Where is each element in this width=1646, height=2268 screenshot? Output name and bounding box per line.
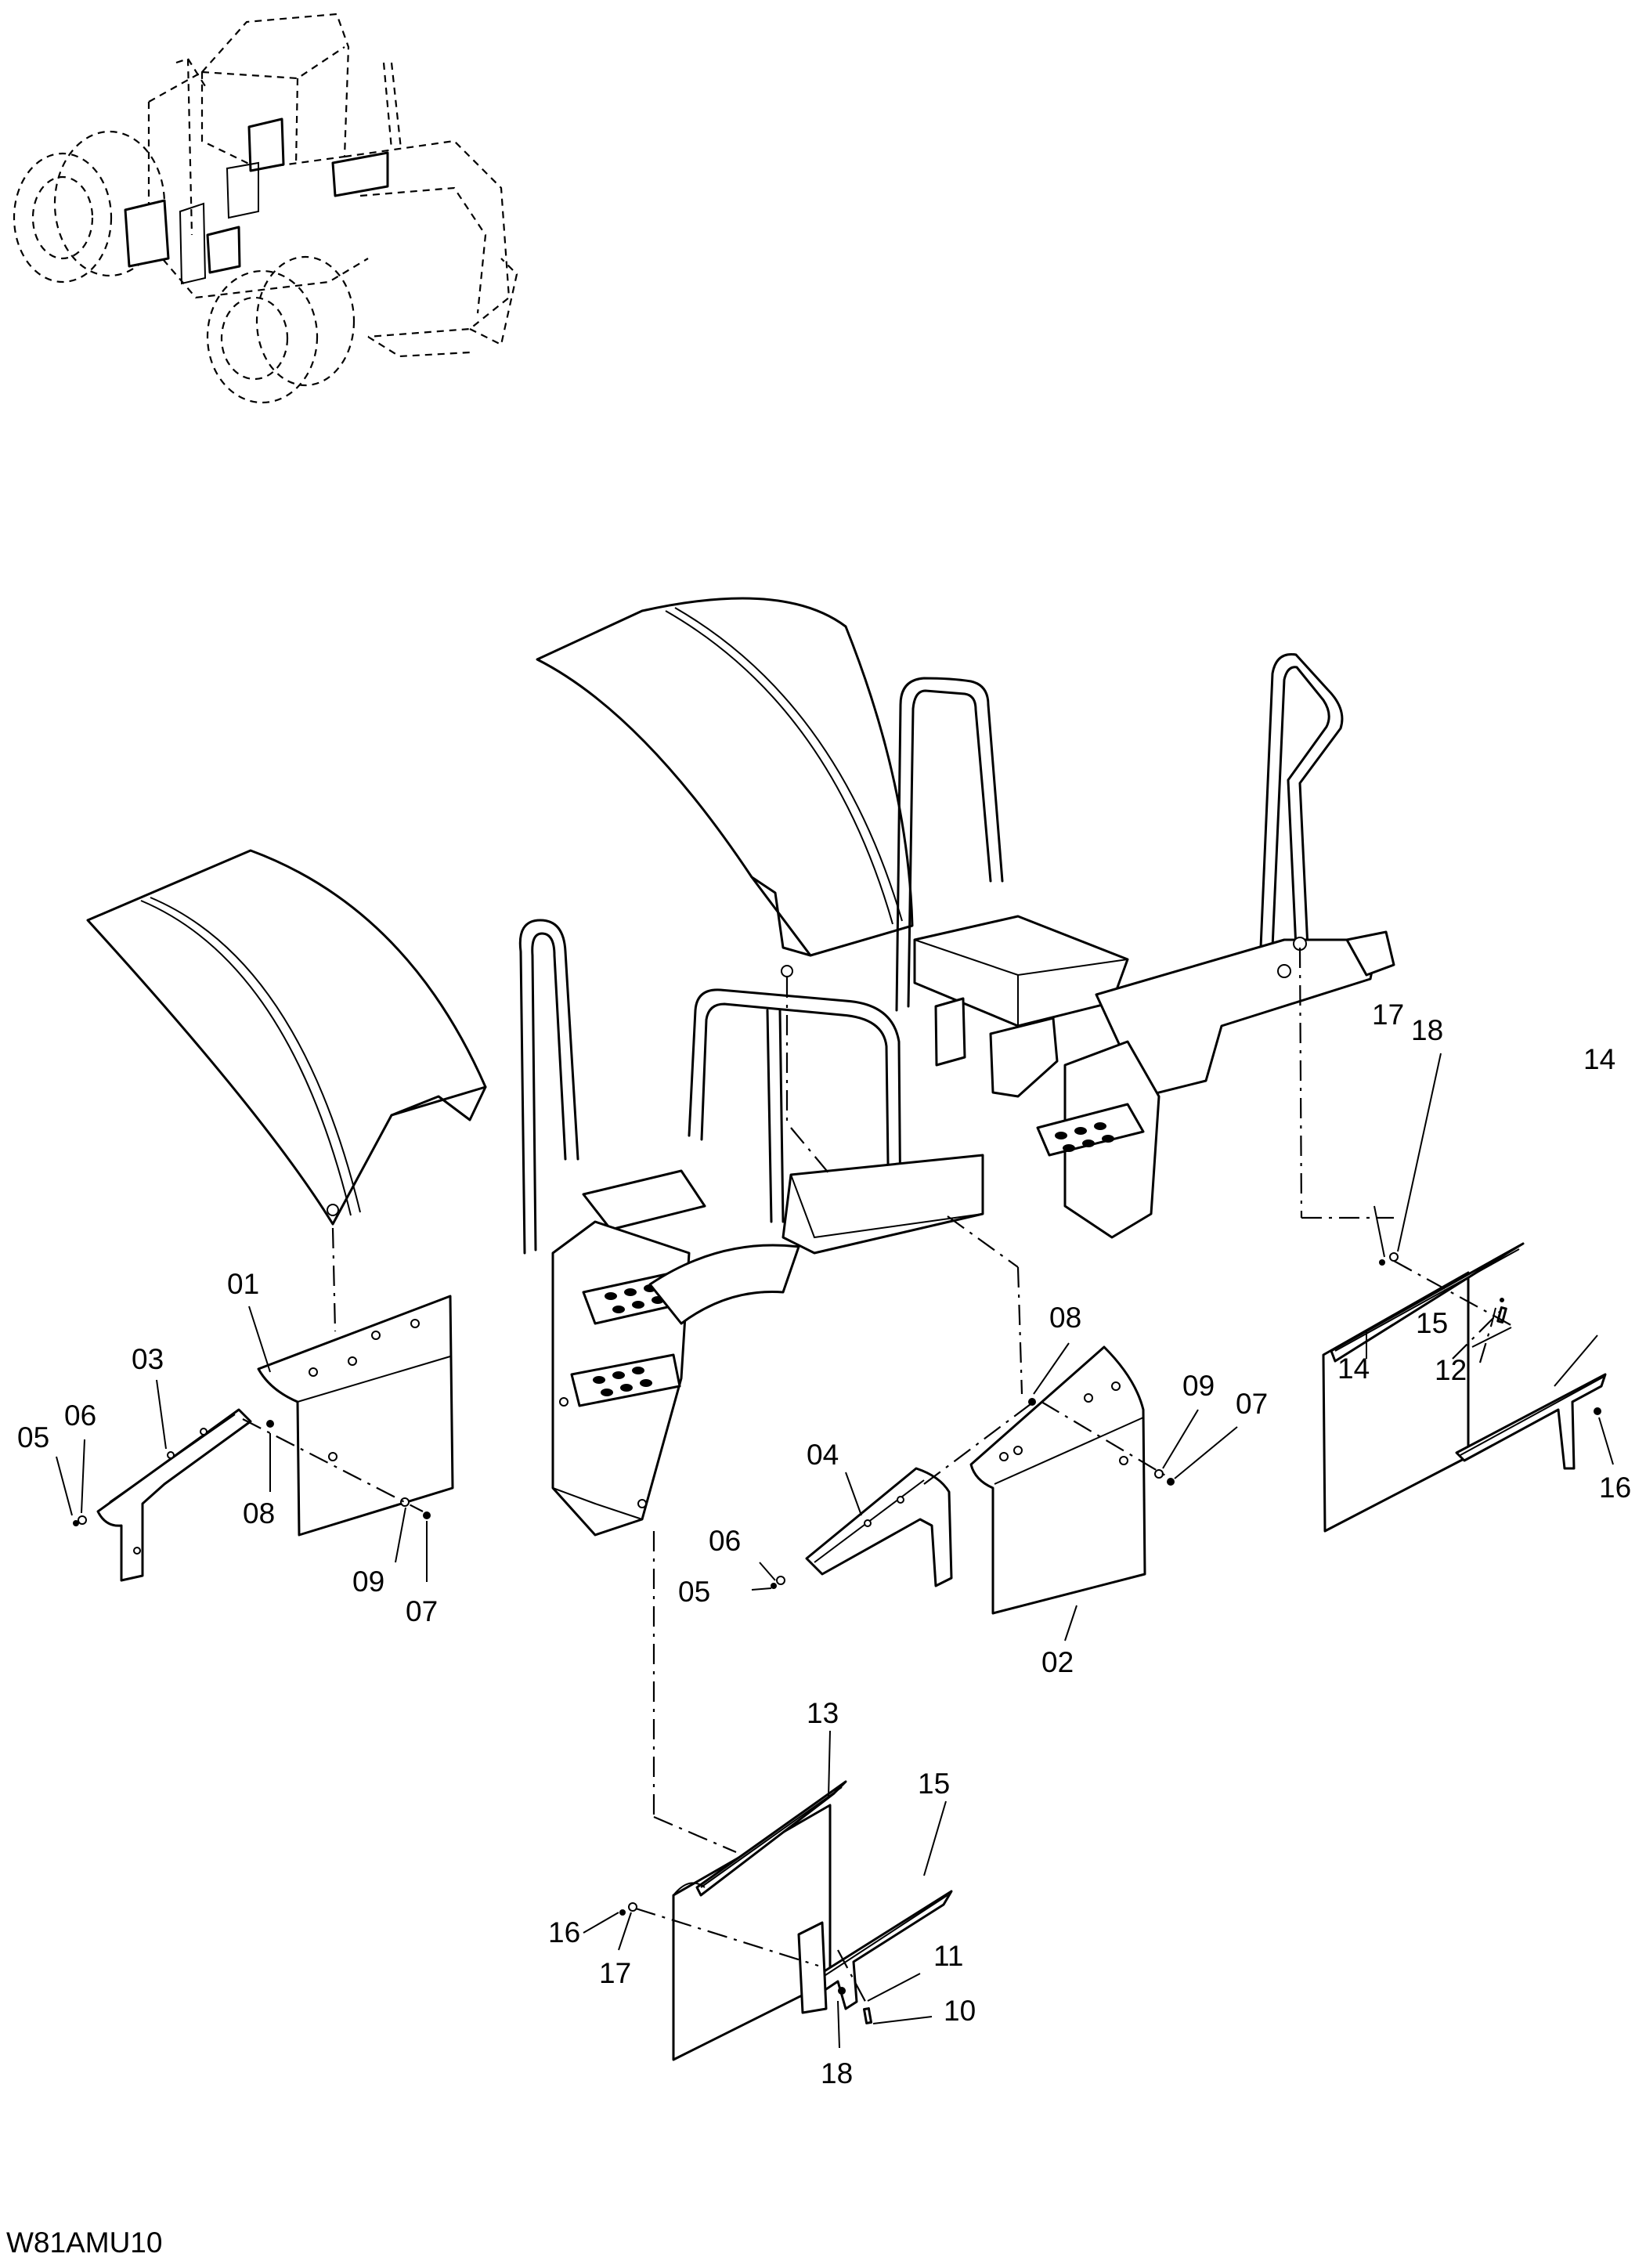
callout-10: 13 — [807, 1697, 839, 1729]
callout-17-right: 16 — [1599, 1472, 1631, 1504]
callout-06-center: 06 — [709, 1525, 741, 1557]
callout-09-center: 09 — [1182, 1370, 1215, 1402]
hardware — [73, 1252, 1601, 2024]
callout-labels: 01 03 05 06 08 09 07 04 06 05 08 09 07 0… — [6, 999, 1631, 2259]
fender-rear-large — [536, 597, 914, 977]
step-frame-assembly-rear — [895, 653, 1395, 1239]
callout-05-left: 05 — [17, 1421, 49, 1454]
callout-07-center: 07 — [1236, 1388, 1268, 1420]
callout-07-left: 07 — [406, 1595, 438, 1627]
mudguard-02 — [969, 1345, 1146, 1615]
callout-14-right: 12 — [1435, 1354, 1467, 1386]
callout-15-right: 15 — [1416, 1307, 1448, 1339]
mudflap-11 — [1322, 1242, 1525, 1533]
mudflap-10 — [672, 1780, 847, 2061]
callout-15-bottom: 11 — [933, 1940, 963, 1972]
callout-16-right: 17 — [1372, 999, 1404, 1031]
callout-16-bottom: 16 — [548, 1916, 580, 1948]
mudflap-bracket-13 — [1455, 1373, 1607, 1470]
callout-18-right: 18 — [1411, 1014, 1443, 1046]
fender-left-front — [86, 849, 487, 1226]
callout-08-left: 08 — [243, 1497, 275, 1529]
bracket-03 — [96, 1408, 252, 1582]
bracket-04 — [805, 1467, 953, 1587]
callout-06-left: 06 — [64, 1399, 96, 1432]
callout-leaders — [56, 1053, 1614, 2049]
callout-11: 14 — [1337, 1352, 1370, 1385]
callout-08-center: 08 — [1049, 1302, 1081, 1334]
callout-02: 02 — [1041, 1646, 1074, 1678]
callout-04: 04 — [807, 1439, 839, 1471]
step-frame-assembly — [518, 919, 984, 1537]
assembly-lines — [242, 947, 1516, 2010]
callout-17-bottom: 18 — [821, 2057, 853, 2089]
callout-09-left: 09 — [352, 1566, 384, 1598]
callout-14-bottom: 10 — [944, 1995, 976, 2027]
diagram-code: W81AMU10 — [6, 2226, 162, 2259]
callout-12: 15 — [918, 1768, 950, 1800]
callout-03: 03 — [132, 1343, 164, 1375]
machine-overview-illustration — [13, 13, 518, 404]
callout-13: 14 — [1583, 1043, 1615, 1075]
callout-18-bottom: 17 — [599, 1957, 631, 1989]
mudflap-bracket-12 — [797, 1890, 953, 2014]
mudguard-01 — [257, 1295, 454, 1537]
callout-05-center: 05 — [678, 1576, 710, 1608]
callout-01: 01 — [227, 1268, 259, 1300]
